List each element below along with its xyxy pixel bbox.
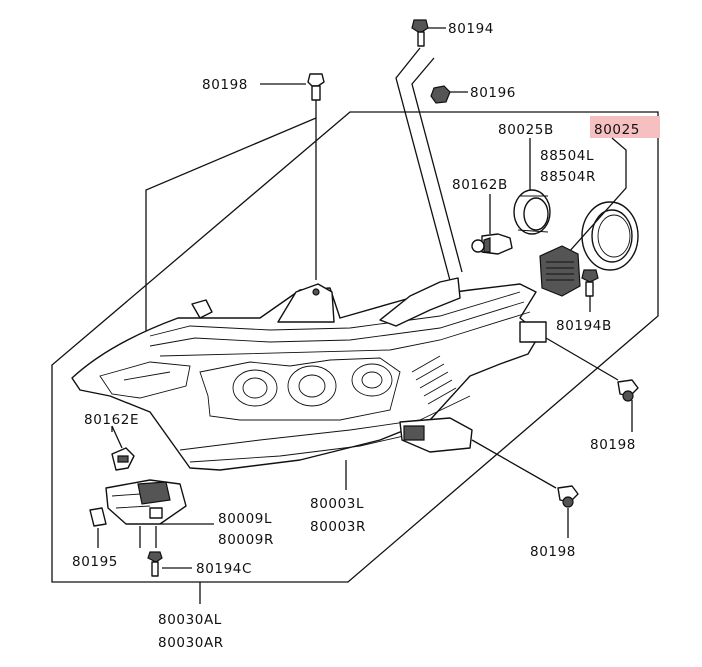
headlamp-housing[interactable] (71, 277, 547, 471)
nut-80196-icon[interactable] (430, 85, 451, 104)
label-80025[interactable]: 80025 (594, 122, 640, 138)
label-80003R[interactable]: 80003R (310, 519, 366, 535)
screw-80198-bottom-icon[interactable] (557, 485, 579, 508)
label-80198-right[interactable]: 80198 (590, 437, 636, 453)
bolt-80194B-icon[interactable] (581, 269, 599, 297)
bracket-80009-icon[interactable] (105, 479, 187, 525)
label-88504R[interactable]: 88504R (540, 169, 596, 185)
label-80030AL[interactable]: 80030AL (158, 612, 222, 628)
label-80198-top[interactable]: 80198 (202, 77, 248, 93)
bulb-80162E-icon[interactable] (111, 447, 135, 471)
label-80194[interactable]: 80194 (448, 21, 494, 37)
label-80030AR[interactable]: 80030AR (158, 635, 224, 651)
bolt-80194-icon[interactable] (411, 19, 429, 47)
label-80003L[interactable]: 80003L (310, 496, 364, 512)
cap-80025B-icon[interactable] (513, 189, 551, 235)
label-80194B[interactable]: 80194B (556, 318, 612, 334)
label-80009L[interactable]: 80009L (218, 511, 272, 527)
label-80162E[interactable]: 80162E (84, 412, 139, 428)
label-80009R[interactable]: 80009R (218, 532, 274, 548)
clip-80195-icon[interactable] (89, 507, 107, 527)
selected-part-highlight (590, 116, 660, 138)
cap-80025-icon[interactable] (581, 201, 639, 271)
label-80198-bottom[interactable]: 80198 (530, 544, 576, 560)
label-80194C[interactable]: 80194C (196, 561, 252, 577)
screw-80198-right-icon[interactable] (617, 379, 639, 402)
label-80162B[interactable]: 80162B (452, 177, 508, 193)
module-88504-icon[interactable] (539, 245, 581, 297)
screw-80198-top-icon[interactable] (307, 73, 325, 101)
label-80196[interactable]: 80196 (470, 85, 516, 101)
label-80025B[interactable]: 80025B (498, 122, 554, 138)
label-88504L[interactable]: 88504L (540, 148, 594, 164)
screw-80194C-icon[interactable] (147, 551, 163, 577)
label-80195[interactable]: 80195 (72, 554, 118, 570)
bulb-80162B-icon[interactable] (471, 233, 513, 255)
leader-80194 (395, 47, 453, 289)
assembly-frame (51, 111, 659, 583)
